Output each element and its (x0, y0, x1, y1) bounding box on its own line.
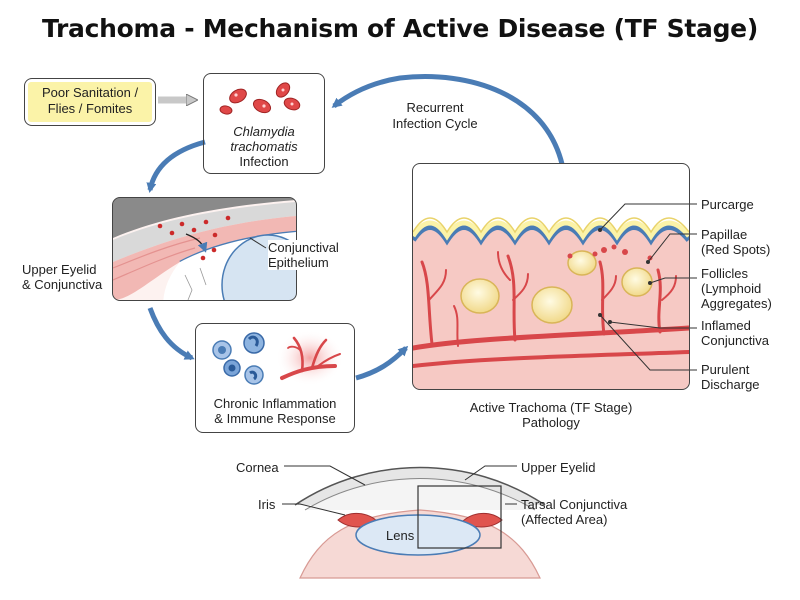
infection-label-line3: Infection (239, 154, 289, 169)
diagram-title: Trachoma - Mechanism of Active Disease (… (42, 14, 758, 43)
label-tarsal-line2: (Affected Area) (521, 512, 608, 527)
label-iris: Iris (258, 497, 276, 512)
label-follicles-line3: Aggregates) (701, 296, 772, 311)
label-follicles-line2: (Lymphoid (701, 281, 762, 296)
cycle-label-line2: Infection Cycle (392, 116, 478, 131)
infection-box (203, 73, 325, 174)
label-purcarge: Purcarge (701, 197, 754, 212)
infection-label-line1: Chlamydia (233, 124, 295, 139)
eye-anatomy-illustration (294, 466, 546, 579)
epithelium-label-line2: Epithelium (268, 255, 329, 270)
eyelid-label-line1: Upper Eyelid (22, 262, 97, 277)
label-follicles-line1: Follicles (701, 266, 748, 281)
label-papillae-line1: Papillae (701, 227, 748, 242)
inflamed-vessel-icon (276, 330, 344, 386)
cycle-label-line1: Recurrent (406, 100, 464, 115)
flow-arrow-inflammation-to-pathology (355, 345, 409, 381)
inflammation-label-line1: Chronic Inflammation (213, 396, 337, 411)
label-papillae-line2: (Red Spots) (701, 242, 771, 257)
flow-arrow-infection-to-eyelid (146, 139, 206, 193)
label-lens: Lens (386, 528, 415, 543)
epithelium-label-line1: Conjunctival (268, 240, 339, 255)
label-inflamed-line1: Inflamed (701, 318, 751, 333)
label-cornea: Cornea (236, 460, 279, 475)
label-inflamed-line2: Conjunctiva (701, 333, 769, 348)
bacteria-icon (219, 82, 301, 115)
pathology-caption-line2: Pathology (522, 415, 580, 430)
label-tarsal-line1: Tarsal Conjunctiva (521, 497, 628, 512)
immune-cells-icon (212, 332, 265, 385)
flow-arrow-eyelid-to-inflammation (147, 307, 195, 361)
label-purulent-line2: Discharge (701, 377, 760, 392)
label-upper-eyelid: Upper Eyelid (521, 460, 596, 475)
cause-label-line2: Flies / Fomites (47, 101, 133, 116)
pathology-caption-line1: Active Trachoma (TF Stage) (469, 400, 633, 415)
infection-label-line2: trachomatis (230, 139, 298, 154)
pathology-box (412, 163, 690, 390)
inflammation-box (195, 323, 355, 433)
pathology-illustration (413, 164, 689, 389)
eyelid-label-line2: & Conjunctiva (22, 277, 103, 292)
cause-box (24, 78, 156, 126)
label-purulent-line1: Purulent (701, 362, 750, 377)
cause-label-line1: Poor Sanitation / (41, 85, 139, 100)
inflammation-label-line2: & Immune Response (214, 411, 336, 426)
recurrent-cycle-arrow (331, 74, 565, 165)
